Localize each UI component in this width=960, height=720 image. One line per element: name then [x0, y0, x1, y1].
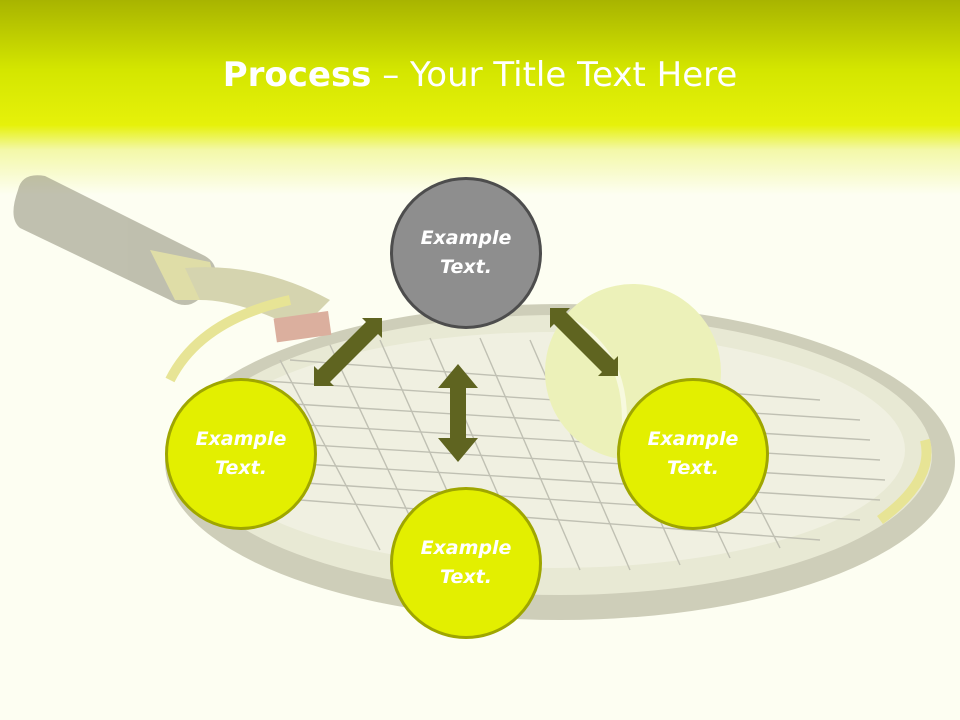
- title-strong: Process: [222, 55, 372, 95]
- node-label: Example Text.: [195, 428, 287, 479]
- process-node-bottom: Example Text.: [390, 487, 542, 639]
- process-node-top: Example Text.: [390, 177, 542, 329]
- header-gradient: [0, 0, 960, 200]
- node-label: Example Text.: [420, 227, 512, 278]
- process-node-right: Example Text.: [617, 378, 769, 530]
- node-label: Example Text.: [647, 428, 739, 479]
- process-node-left: Example Text.: [165, 378, 317, 530]
- title-rest: – Your Title Text Here: [371, 55, 738, 95]
- page-title: Process – Your Title Text Here: [0, 52, 960, 98]
- node-label: Example Text.: [420, 537, 512, 588]
